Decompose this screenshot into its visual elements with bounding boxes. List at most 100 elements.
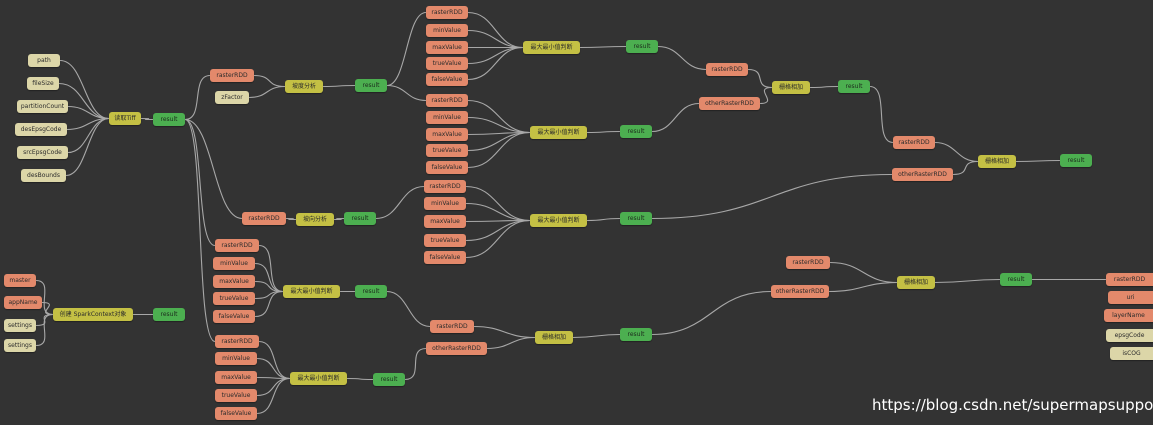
edge-mm3-false-to-mm3-fn: [465, 219, 531, 259]
node-mm5-true[interactable]: trueValue: [215, 389, 257, 402]
edge-add1-result-to-add2-raster: [869, 85, 894, 144]
node-sc-fn[interactable]: 创建 SparkContext对象: [53, 308, 133, 321]
node-add1-raster[interactable]: rasterRDD: [706, 63, 748, 76]
node-mm3-max[interactable]: maxValue: [424, 215, 466, 228]
node-partitionCount[interactable]: partitionCount: [17, 100, 68, 113]
edge-sc-master-to-sc-fn: [35, 279, 54, 316]
node-mm2-result[interactable]: result: [620, 125, 652, 138]
node-slope[interactable]: 坡度分析: [285, 80, 323, 93]
node-add1-other[interactable]: otherRasterRDD: [699, 97, 760, 110]
node-mm1-fn[interactable]: 最大最小值判断: [523, 41, 580, 54]
node-sc-master[interactable]: master: [4, 274, 36, 287]
node-add4-raster[interactable]: rasterRDD: [786, 256, 830, 269]
node-readResult[interactable]: result: [153, 113, 185, 126]
edge-slope-to-slopeResult: [322, 84, 356, 88]
edge-add4-fn-to-add4-result: [934, 278, 1001, 284]
edge-mm3-result-to-add2-other: [651, 173, 893, 220]
node-mm5-raster[interactable]: rasterRDD: [215, 335, 259, 348]
node-mm4-min[interactable]: minValue: [213, 257, 255, 270]
node-sc-result[interactable]: result: [153, 308, 185, 321]
node-mm3-fn[interactable]: 最大最小值判断: [530, 214, 587, 227]
node-mm4-max[interactable]: maxValue: [213, 275, 255, 288]
edge-mm1-false-to-mm1-fn: [467, 46, 524, 81]
node-mm1-false[interactable]: falseValue: [426, 73, 468, 86]
node-mm1-raster[interactable]: rasterRDD: [426, 6, 468, 19]
node-mm5-result[interactable]: result: [373, 373, 405, 386]
node-out-uri[interactable]: uri: [1108, 291, 1153, 304]
node-mm2-max[interactable]: maxValue: [426, 128, 468, 141]
node-add3-fn[interactable]: 栅格相加: [535, 331, 573, 344]
edge-sc-appName-to-sc-fn: [41, 301, 54, 316]
node-sc-settings1[interactable]: settings: [4, 319, 36, 332]
node-add3-result[interactable]: result: [620, 328, 652, 341]
node-mm4-fn[interactable]: 最大最小值判断: [283, 285, 340, 298]
node-desEpsgCode[interactable]: desEpsgCode: [15, 123, 67, 136]
edge-mm2-min-to-mm2-fn: [467, 116, 531, 134]
edge-mm5-false-to-mm5-fn: [256, 377, 291, 415]
node-add4-other[interactable]: otherRasterRDD: [771, 285, 829, 298]
node-mm3-false[interactable]: falseValue: [424, 251, 466, 264]
node-add2-result[interactable]: result: [1060, 154, 1092, 167]
node-mm5-max[interactable]: maxValue: [215, 371, 257, 384]
node-mm2-true[interactable]: trueValue: [426, 144, 468, 157]
node-aspect[interactable]: 坡向分析: [296, 213, 334, 226]
node-out-iscog[interactable]: isCOG: [1110, 347, 1153, 360]
node-mm2-min[interactable]: minValue: [426, 111, 468, 124]
edge-mm2-raster-to-mm2-fn: [467, 99, 531, 134]
edge-mm1-raster-to-mm1-fn: [467, 11, 524, 49]
node-out-raster[interactable]: rasterRDD: [1106, 273, 1153, 286]
node-out-layer[interactable]: layerName: [1104, 309, 1153, 322]
node-mm4-raster[interactable]: rasterRDD: [215, 239, 259, 252]
node-mm4-true[interactable]: trueValue: [213, 292, 255, 305]
node-sl-raster[interactable]: rasterRDD: [210, 69, 254, 82]
edge-mm3-fn-to-mm3-result: [586, 217, 621, 222]
node-add4-result[interactable]: result: [1000, 273, 1032, 286]
edge-mm5-result-to-add3-other: [404, 347, 427, 381]
node-fileSize[interactable]: fileSize: [27, 77, 59, 90]
node-add3-other[interactable]: otherRasterRDD: [426, 342, 487, 355]
node-mm2-raster[interactable]: rasterRDD: [426, 94, 468, 107]
node-mm3-result[interactable]: result: [620, 212, 652, 225]
node-mm5-min[interactable]: minValue: [215, 352, 257, 365]
node-sc-settings2[interactable]: settings: [4, 339, 36, 352]
node-add1-result[interactable]: result: [838, 80, 870, 93]
node-mm5-false[interactable]: falseValue: [215, 407, 257, 420]
node-add2-raster[interactable]: rasterRDD: [893, 136, 935, 149]
edge-sl-raster-to-slope: [253, 74, 286, 88]
node-readTiff[interactable]: 读取Tiff: [109, 112, 141, 125]
node-sl-zfactor[interactable]: zFactor: [215, 91, 249, 104]
node-out-epsg[interactable]: epsgCode: [1106, 329, 1153, 342]
node-add2-fn[interactable]: 栅格相加: [978, 155, 1016, 168]
node-mm4-result[interactable]: result: [355, 285, 387, 298]
edge-add4-raster-to-add4-fn: [829, 261, 898, 284]
node-path[interactable]: path: [28, 54, 60, 67]
node-add2-other[interactable]: otherRasterRDD: [892, 168, 953, 181]
node-add1-fn[interactable]: 栅格相加: [772, 81, 810, 94]
node-mm4-false[interactable]: falseValue: [213, 310, 255, 323]
node-asp-raster[interactable]: rasterRDD: [242, 212, 286, 225]
edge-path-to-readTiff: [59, 59, 110, 120]
node-mm5-fn[interactable]: 最大最小值判断: [290, 372, 347, 385]
edge-mm5-fn-to-mm5-result: [346, 377, 374, 381]
node-mm3-min[interactable]: minValue: [424, 197, 466, 210]
edge-mm5-min-to-mm5-fn: [256, 357, 291, 380]
node-mm1-min[interactable]: minValue: [426, 24, 468, 37]
edge-readTiff-to-readResult: [140, 117, 154, 121]
node-slopeResult[interactable]: result: [355, 79, 387, 92]
node-add3-raster[interactable]: rasterRDD: [430, 320, 474, 333]
node-aspResult[interactable]: result: [344, 212, 376, 225]
node-mm1-result[interactable]: result: [626, 40, 658, 53]
node-add4-fn[interactable]: 栅格相加: [897, 276, 935, 289]
edge-add1-raster-to-add1-fn: [747, 68, 773, 89]
node-mm3-raster[interactable]: rasterRDD: [424, 180, 466, 193]
edge-add2-fn-to-add2-result: [1015, 159, 1061, 163]
node-desBounds[interactable]: desBounds: [21, 169, 66, 182]
node-mm2-false[interactable]: falseValue: [426, 161, 468, 174]
node-sc-appName[interactable]: appName: [4, 296, 42, 309]
node-mm1-true[interactable]: trueValue: [426, 57, 468, 70]
node-srcEpsgCode[interactable]: srcEpsgCode: [17, 146, 68, 159]
node-mm3-true[interactable]: trueValue: [424, 234, 466, 247]
node-mm2-fn[interactable]: 最大最小值判断: [530, 126, 587, 139]
node-mm1-max[interactable]: maxValue: [426, 41, 468, 54]
